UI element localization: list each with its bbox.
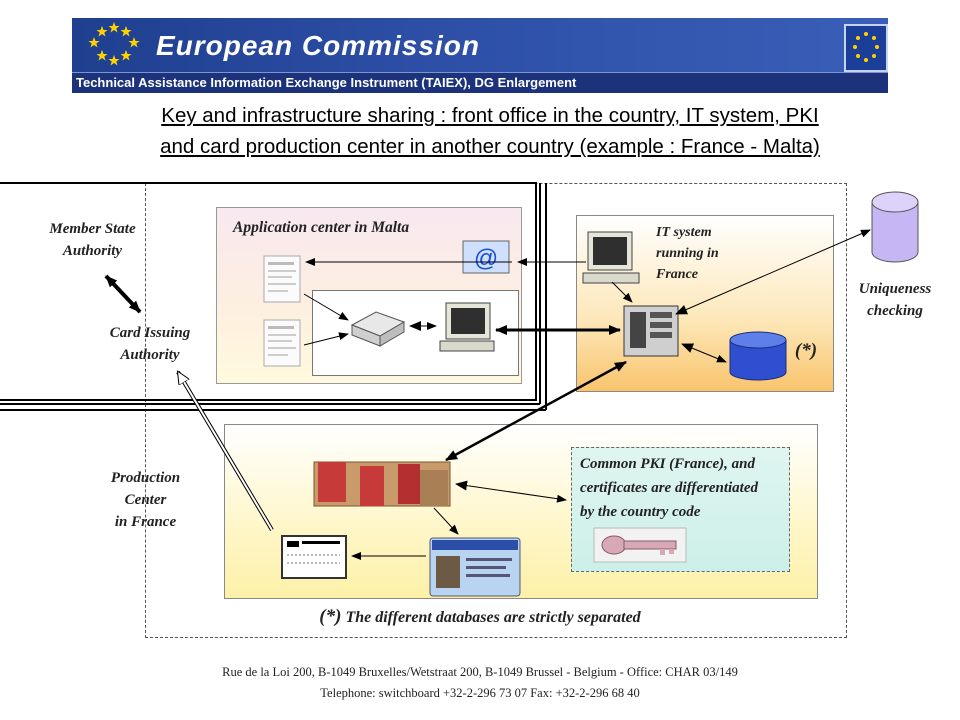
card-issuing-line-1: Card Issuing [109, 325, 191, 341]
email-icon: @ [462, 240, 510, 274]
document-icon [263, 255, 301, 303]
uniqueness-checking-label: Uniqueness checking [830, 278, 960, 322]
heading-line-2: and card production center in another co… [160, 135, 820, 158]
member-state-authority-label: Member State Authority [20, 218, 165, 262]
pki-label: Common PKI (France), and certificates ar… [580, 452, 842, 524]
authority-link-arrow [104, 274, 142, 314]
footer-address: Rue de la Loi 200, B-1049 Bruxelles/Wets… [222, 665, 738, 679]
key-icon [593, 527, 687, 563]
application-center-label: Application center in Malta [233, 219, 410, 236]
uniqueness-line-1: Uniqueness [858, 281, 932, 297]
machine-to-card-arrow [433, 507, 459, 535]
it-system-line-3: France [656, 267, 698, 282]
server-production-arrow [445, 360, 627, 462]
pki-line-3: by the country code [580, 504, 701, 520]
member-state-line-2: Authority [62, 243, 123, 259]
heading-line-1: Key and infrastructure sharing : front o… [161, 104, 819, 127]
it-system-line-2: running in [656, 246, 719, 261]
database-icon [729, 331, 787, 381]
envelope-to-issuing-arrow [176, 372, 274, 532]
separation-note: (*) The different databases are strictly… [200, 606, 760, 629]
scanner-icon [350, 311, 406, 347]
banner-strip: Technical Assistance Information Exchang… [72, 72, 888, 93]
production-line-2: Center [124, 492, 167, 508]
email-glyph: @ [474, 245, 498, 272]
card-issuing-authority-label: Card Issuing Authority [70, 322, 230, 366]
computer-icon [439, 302, 495, 352]
production-line-1: Production [110, 470, 181, 486]
pki-line-2: certificates are differentiated [580, 480, 759, 496]
production-center-label: Production Center in France [58, 467, 233, 533]
document-to-scanner-arrow [303, 293, 349, 321]
database-icon [871, 191, 919, 263]
id-card-icon [429, 537, 521, 597]
database-footnote-mark: (*) [794, 340, 818, 361]
document-icon [263, 319, 301, 367]
it-system-label: IT system running in France [656, 222, 756, 285]
separation-note-text: The different databases are strictly sep… [341, 609, 641, 626]
card-issuing-line-2: Authority [120, 347, 180, 363]
banner-title: European Commission [156, 30, 480, 61]
slide-heading: Key and infrastructure sharing : front o… [40, 100, 940, 162]
server-database-arrow [681, 343, 727, 363]
server-icon [623, 305, 679, 357]
footer: Rue de la Loi 200, B-1049 Bruxelles/Wets… [40, 662, 920, 704]
eu-stars-icon [88, 22, 140, 66]
pki-line-1: Common PKI (France), and [580, 456, 756, 472]
uniqueness-line-2: checking [867, 303, 923, 319]
eu-flag-icon [844, 24, 888, 72]
computer-icon [582, 231, 640, 284]
production-line-3: in France [114, 514, 177, 530]
it-system-line-1: IT system [656, 225, 712, 240]
member-state-line-1: Member State [49, 221, 136, 237]
card-production-machine-icon [313, 461, 451, 507]
footer-telephone: Telephone: switchboard +32-2-296 73 07 F… [320, 686, 640, 700]
banner-subtitle: Technical Assistance Information Exchang… [76, 75, 577, 90]
commission-banner: European Commission Technical Assistance… [72, 18, 888, 93]
computer-to-server-arrow [611, 281, 633, 303]
separation-note-mark: (*) [319, 606, 342, 627]
production-pki-arrow [455, 480, 567, 503]
server-uniqueness-arrow [675, 229, 871, 315]
document-to-scanner-arrow-2 [303, 332, 349, 346]
card-envelope-icon [281, 535, 347, 579]
